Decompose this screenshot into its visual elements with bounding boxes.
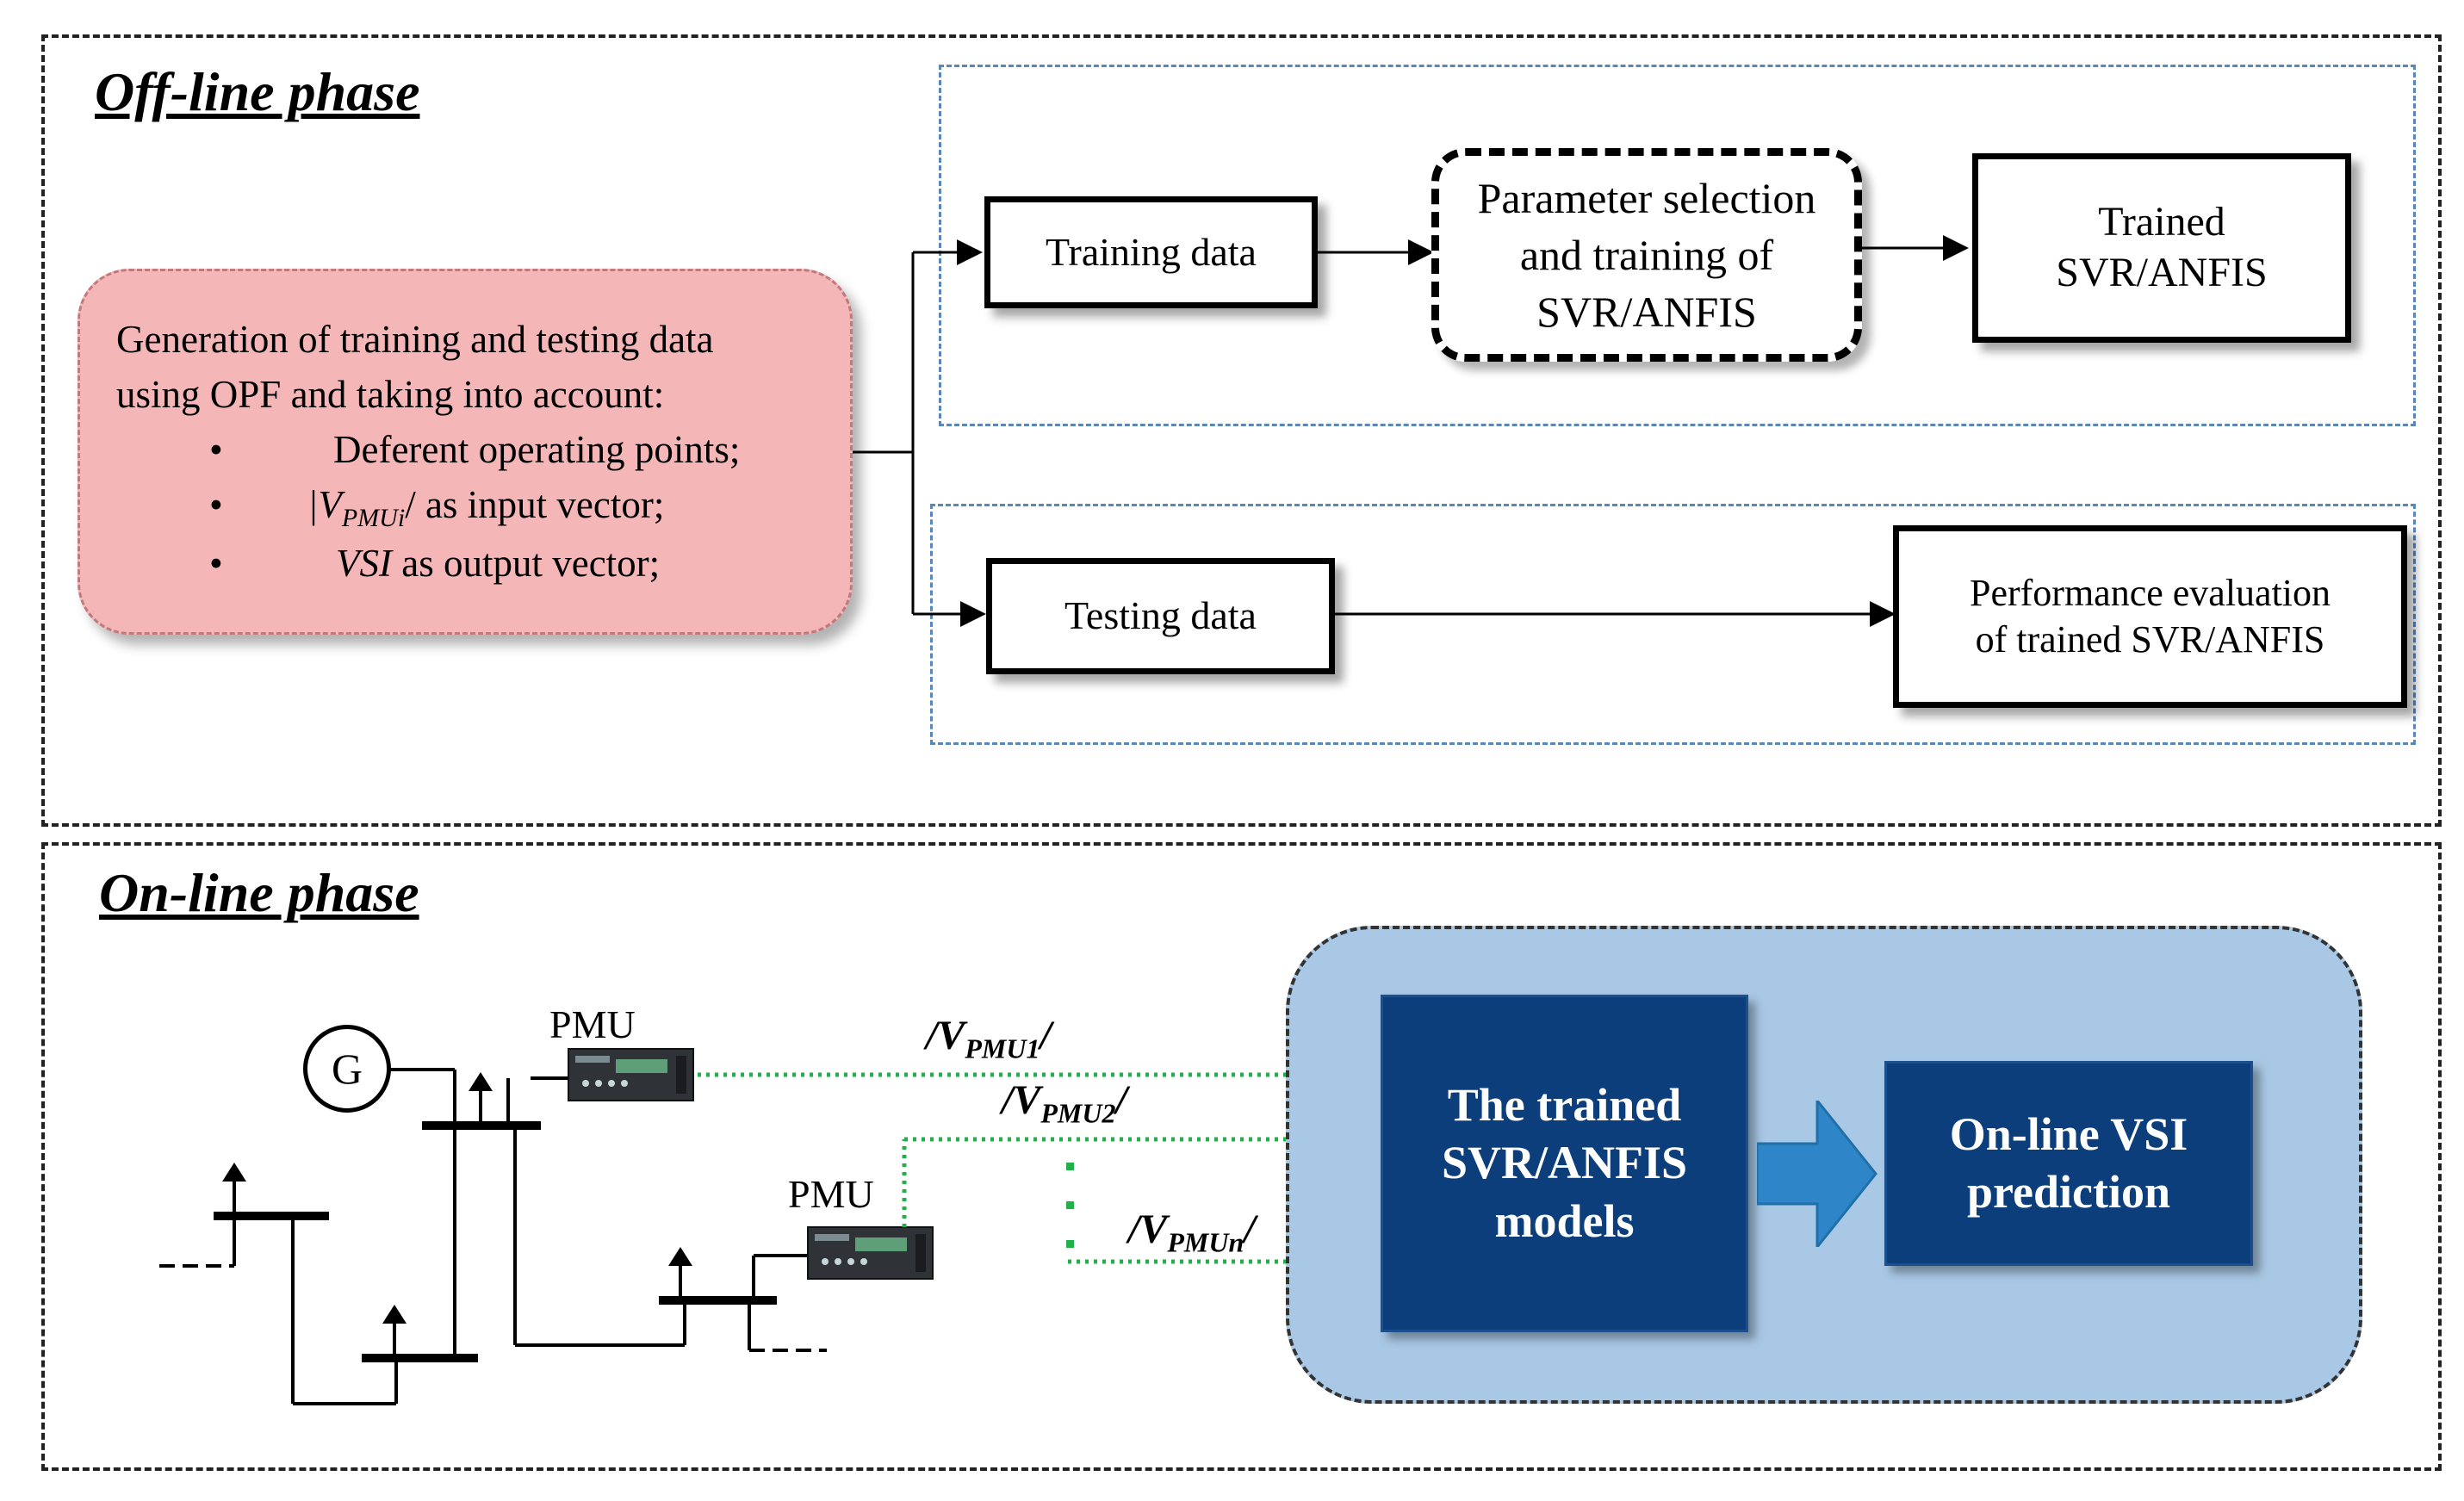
data-generation-box: Generation of training and testing data … xyxy=(78,269,853,635)
online-phase-title: On-line phase xyxy=(99,862,419,923)
bullet-input-vector: • |VPMUi/ as input vector; xyxy=(116,478,824,537)
vsi-text: VSI xyxy=(336,542,392,586)
signal-prefix: /V xyxy=(1002,1077,1041,1123)
param-line-1: Parameter selection xyxy=(1477,174,1816,222)
performance-evaluation-box: Performance evaluation of trained SVR/AN… xyxy=(1893,525,2407,708)
generation-line-2: using OPF and taking into account: xyxy=(116,372,665,416)
testing-data-box: Testing data xyxy=(986,558,1335,674)
parameter-selection-box: Parameter selection and training of SVR/… xyxy=(1431,148,1862,362)
signal-prefix: /V xyxy=(926,1013,965,1058)
pmu-device-1 xyxy=(568,1048,694,1101)
trained-models-box: The trained SVR/ANFIS models xyxy=(1381,995,1748,1332)
training-data-box: Training data xyxy=(984,196,1318,308)
pmu-label-1: PMU xyxy=(549,1002,636,1046)
input-vector-suffix: / as input vector; xyxy=(405,482,665,526)
bullet-output-vector: • VSI as output vector; xyxy=(116,537,824,592)
bullet-symbol: • xyxy=(209,482,223,526)
offline-phase-title: Off-line phase xyxy=(95,61,420,122)
flow-arrow-icon xyxy=(1757,1101,1877,1247)
trained-line-1: Trained xyxy=(2098,199,2225,245)
input-vector-subscript: PMUi xyxy=(341,503,406,532)
testing-group-frame xyxy=(930,504,2416,745)
signal-suffix: / xyxy=(1244,1206,1256,1252)
signal-label-pmu1: /VPMU1/ xyxy=(926,1012,1052,1065)
signal-subscript: PMUn xyxy=(1167,1226,1244,1258)
generator-icon: G xyxy=(303,1025,391,1113)
param-line-2: and training of xyxy=(1519,231,1774,279)
pmu-label-2: PMU xyxy=(788,1172,874,1216)
signal-label-pmu2: /VPMU2/ xyxy=(1002,1076,1127,1130)
generation-line-1: Generation of training and testing data xyxy=(116,318,714,361)
vsi-prediction-box: On-line VSI prediction xyxy=(1884,1061,2253,1266)
signal-prefix: /V xyxy=(1128,1206,1168,1252)
power-system-diagram xyxy=(159,1068,827,1405)
perf-line-1: Performance evaluation xyxy=(1969,572,2331,615)
prediction-line-1: On-line VSI xyxy=(1949,1107,2188,1160)
models-line-1: The trained xyxy=(1447,1078,1682,1131)
trained-line-2: SVR/ANFIS xyxy=(2056,250,2268,295)
signal-ellipsis-dots xyxy=(1066,1163,1074,1248)
online-phase-frame xyxy=(41,842,2442,1471)
training-group-frame xyxy=(939,65,2416,426)
output-vector-suffix: as output vector; xyxy=(391,542,661,586)
bullet-symbol: • xyxy=(209,542,223,586)
signal-suffix: / xyxy=(1040,1013,1052,1058)
offline-phase-frame xyxy=(41,34,2442,827)
trained-model-box: Trained SVR/ANFIS xyxy=(1972,153,2351,343)
signal-subscript: PMU1 xyxy=(965,1033,1040,1064)
bullet-symbol: • xyxy=(209,427,223,471)
models-line-3: models xyxy=(1494,1194,1635,1247)
generator-label: G xyxy=(331,1045,363,1093)
prediction-line-2: prediction xyxy=(1966,1166,2170,1218)
testing-data-label: Testing data xyxy=(1064,593,1257,638)
training-data-label: Training data xyxy=(1046,229,1257,274)
bullet-operating-points: • Deferent operating points; xyxy=(116,423,824,478)
perf-line-2: of trained SVR/ANFIS xyxy=(1975,618,2325,661)
param-line-3: SVR/ANFIS xyxy=(1536,288,1757,336)
input-vector-prefix: |V xyxy=(307,482,342,526)
signal-subscript: PMU2 xyxy=(1040,1097,1116,1129)
signal-suffix: / xyxy=(1115,1077,1127,1123)
offline-branch-lines xyxy=(853,235,1969,627)
pmu-device-2 xyxy=(807,1226,934,1280)
models-line-2: SVR/ANFIS xyxy=(1441,1137,1688,1189)
signal-label-pmun: /VPMUn/ xyxy=(1128,1206,1256,1259)
bullet-text: Deferent operating points; xyxy=(333,427,741,471)
